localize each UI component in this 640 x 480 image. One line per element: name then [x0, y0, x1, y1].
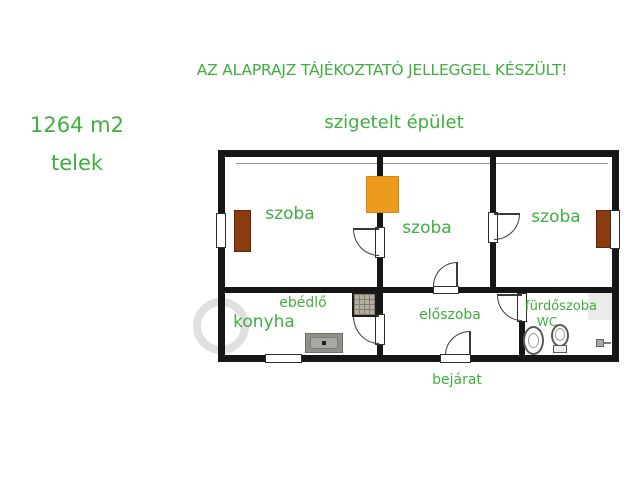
wall-outer-bottom [218, 355, 619, 362]
floorplan-disclaimer: AZ ALAPRAJZ TÁJÉKOZTATÓ JELLEGGEL KÉSZÜL… [196, 61, 568, 79]
door-arc-szoba1-szoba2 [353, 229, 379, 256]
room-label-szoba2: szoba [402, 218, 452, 238]
door-opening-szoba2-eloszoba [433, 286, 459, 294]
building-type-label: szigetelt épület [324, 112, 464, 133]
room-label-eloszoba: előszoba [419, 307, 481, 323]
plot-type-label: telek [50, 151, 104, 175]
toilet-bowl-inner [555, 328, 565, 341]
window-szoba1-left [216, 213, 226, 248]
window-szoba3-right [610, 210, 620, 249]
entrance-label: bejárat [432, 372, 482, 388]
room-label-furdoszoba: fürdőszoba [525, 299, 597, 314]
toilet-tank [553, 345, 567, 353]
door-opening-entrance [440, 354, 471, 363]
room-label-szoba3: szoba [531, 207, 581, 227]
wall-outer-right [612, 150, 619, 362]
kitchen-sink-drain [322, 341, 326, 345]
wall-eloszoba-furdoszoba [519, 293, 525, 355]
room-label-konyha: konyha [233, 312, 295, 332]
wall-outer-left [218, 150, 225, 362]
wall-middle-horizontal [218, 287, 619, 293]
kitchen-stove-tiled [352, 292, 377, 317]
wall-szoba1-szoba2 [377, 157, 383, 287]
towel-rail-bar [604, 342, 611, 344]
door-arc-szoba2-eloszoba [433, 262, 457, 286]
furniture-szoba1-brown [234, 210, 251, 252]
wall-outer-top [218, 150, 619, 157]
water-heater-inner [528, 333, 539, 348]
door-arc-eloszoba-furdoszoba [497, 295, 522, 321]
tile-stove-orange [366, 176, 399, 213]
room-label-wc: WC [536, 315, 558, 329]
plot-area-label: 1264 m2 [30, 113, 124, 137]
door-arc-szoba2-szoba3 [494, 214, 520, 240]
door-leaf-entrance [469, 331, 471, 355]
window-konyha-bottom [265, 354, 302, 363]
room-label-szoba1: szoba [265, 204, 315, 224]
towel-rail-valve [596, 339, 604, 347]
door-arc-entrance [445, 331, 470, 355]
room-label-ebedlo: ebédlő [279, 295, 327, 311]
door-leaf-szoba2-eloszoba [456, 262, 458, 287]
ceiling-line [236, 163, 608, 164]
door-arc-ebedlo-eloszoba [353, 316, 379, 344]
shower-area [588, 293, 612, 320]
